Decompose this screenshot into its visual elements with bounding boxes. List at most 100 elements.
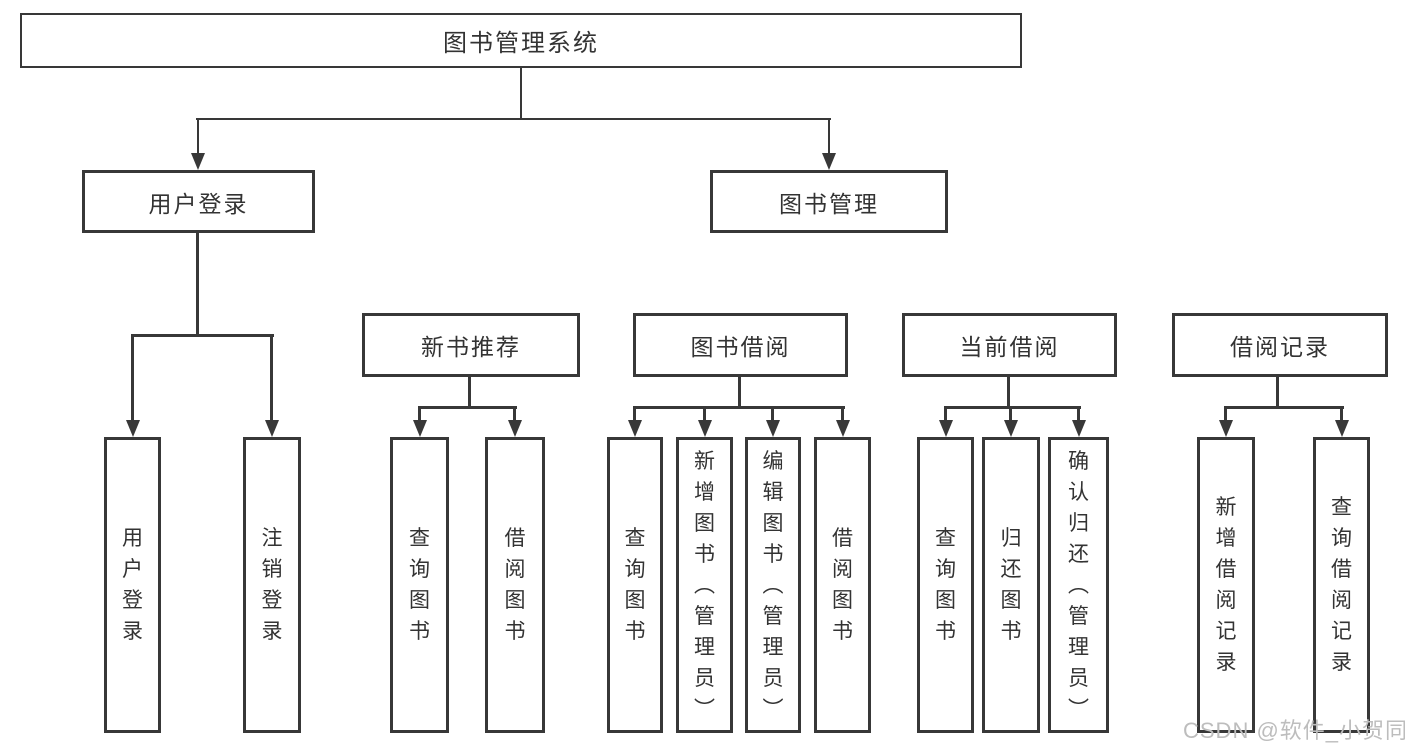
vertical-char: 查 — [624, 527, 646, 550]
vertical-char: ︵ — [762, 573, 784, 597]
node-book-management: 图书管理 — [710, 170, 948, 233]
vertical-char: 图 — [409, 589, 430, 612]
vertical-char: 辑 — [762, 480, 784, 504]
vertical-char: 管 — [694, 604, 715, 628]
vertical-char: 员 — [762, 666, 784, 690]
leaf-query-books-recommend: 查询图书 — [390, 437, 449, 733]
arrowhead-icon — [766, 420, 780, 437]
vertical-char: 借 — [832, 527, 853, 550]
arrowhead-icon — [822, 153, 836, 170]
vertical-char: 书 — [935, 620, 956, 643]
vertical-char: 借 — [504, 527, 526, 550]
node-book-borrowing: 图书借阅 — [633, 313, 848, 377]
vertical-char: 查 — [409, 527, 430, 550]
connector-line — [1224, 406, 1227, 421]
vertical-char: 询 — [1331, 527, 1352, 550]
leaf-edit-book-admin: 编辑图书︵管理员︶ — [745, 437, 801, 733]
leaf-query-books-current: 查询图书 — [917, 437, 974, 733]
vertical-char: ︶ — [762, 697, 784, 721]
vertical-char: 书 — [624, 620, 646, 643]
connector-line — [468, 377, 471, 409]
connector-line — [196, 233, 199, 337]
vertical-char: ︵ — [1068, 573, 1089, 597]
connector-line — [738, 377, 741, 409]
vertical-char: 认 — [1068, 480, 1089, 504]
connector-line — [513, 406, 516, 421]
vertical-char: 员 — [694, 666, 715, 690]
connector-line — [828, 118, 830, 154]
vertical-char: 图 — [694, 511, 715, 535]
leaf-confirm-return-admin: 确认归还︵管理员︶ — [1048, 437, 1109, 733]
vertical-char: 理 — [694, 635, 715, 659]
arrowhead-icon — [1335, 420, 1349, 437]
vertical-char: 登 — [122, 589, 143, 612]
node-current-borrowing: 当前借阅 — [902, 313, 1117, 377]
connector-line — [1077, 406, 1080, 421]
vertical-char: 记 — [1331, 620, 1352, 643]
connector-line — [520, 68, 522, 120]
node-borrowing-records: 借阅记录 — [1172, 313, 1388, 377]
connector-line — [944, 406, 947, 421]
vertical-char: 录 — [1331, 651, 1352, 674]
vertical-char: 图 — [1000, 589, 1022, 612]
arrowhead-icon — [939, 420, 953, 437]
vertical-char: 理 — [762, 635, 784, 659]
vertical-char: 增 — [1215, 527, 1237, 550]
node-user-login: 用户登录 — [82, 170, 315, 233]
vertical-char: 还 — [1068, 542, 1089, 566]
vertical-char: 用 — [122, 527, 143, 550]
vertical-char: 阅 — [832, 558, 853, 581]
connector-line — [633, 406, 636, 421]
node-library-system-root: 图书管理系统 — [20, 13, 1022, 68]
vertical-char: 查 — [935, 527, 956, 550]
leaf-query-books-borrowing: 查询图书 — [607, 437, 663, 733]
vertical-char: 书 — [409, 620, 430, 643]
csdn-watermark: CSDN @软件_小贺同学 — [1183, 718, 1405, 743]
vertical-char: 书 — [832, 620, 853, 643]
vertical-char: 新 — [1215, 496, 1237, 519]
vertical-char: 图 — [504, 589, 526, 612]
vertical-char: ︶ — [1068, 697, 1089, 721]
connector-line — [418, 406, 517, 409]
vertical-char: 书 — [504, 620, 526, 643]
arrowhead-icon — [1004, 420, 1018, 437]
vertical-char: 理 — [1068, 635, 1089, 659]
vertical-char: 录 — [1215, 651, 1237, 674]
leaf-add-borrow-record: 新增借阅记录 — [1197, 437, 1255, 733]
arrowhead-icon — [698, 420, 712, 437]
vertical-char: 书 — [1000, 620, 1022, 643]
vertical-char: 借 — [1215, 558, 1237, 581]
vertical-char: 书 — [762, 542, 784, 566]
arrowhead-icon — [508, 420, 522, 437]
connector-line — [1224, 406, 1344, 409]
leaf-borrow-books: 借阅图书 — [814, 437, 871, 733]
vertical-char: 还 — [1000, 558, 1022, 581]
vertical-char: 录 — [122, 620, 143, 643]
vertical-char: 增 — [694, 480, 715, 504]
vertical-char: 图 — [935, 589, 956, 612]
connector-line — [1340, 406, 1343, 421]
vertical-char: 阅 — [504, 558, 526, 581]
vertical-char: 询 — [624, 558, 646, 581]
arrowhead-icon — [191, 153, 205, 170]
leaf-borrow-books-recommend: 借阅图书 — [485, 437, 545, 733]
vertical-char: 销 — [261, 558, 283, 581]
vertical-char: 图 — [832, 589, 853, 612]
vertical-char: 新 — [694, 449, 715, 473]
connector-line — [1009, 406, 1012, 421]
vertical-char: 录 — [261, 620, 283, 643]
connector-line — [841, 406, 844, 421]
leaf-return-books: 归还图书 — [982, 437, 1040, 733]
vertical-char: 记 — [1215, 620, 1237, 643]
vertical-char: 图 — [762, 511, 784, 535]
connector-line — [771, 406, 774, 421]
connector-line — [196, 118, 831, 120]
connector-line — [1007, 377, 1010, 409]
vertical-char: 管 — [1068, 604, 1089, 628]
arrowhead-icon — [413, 420, 427, 437]
vertical-char: 登 — [261, 589, 283, 612]
connector-line — [633, 406, 845, 409]
arrowhead-icon — [126, 420, 140, 437]
leaf-add-book-admin: 新增图书︵管理员︶ — [676, 437, 733, 733]
